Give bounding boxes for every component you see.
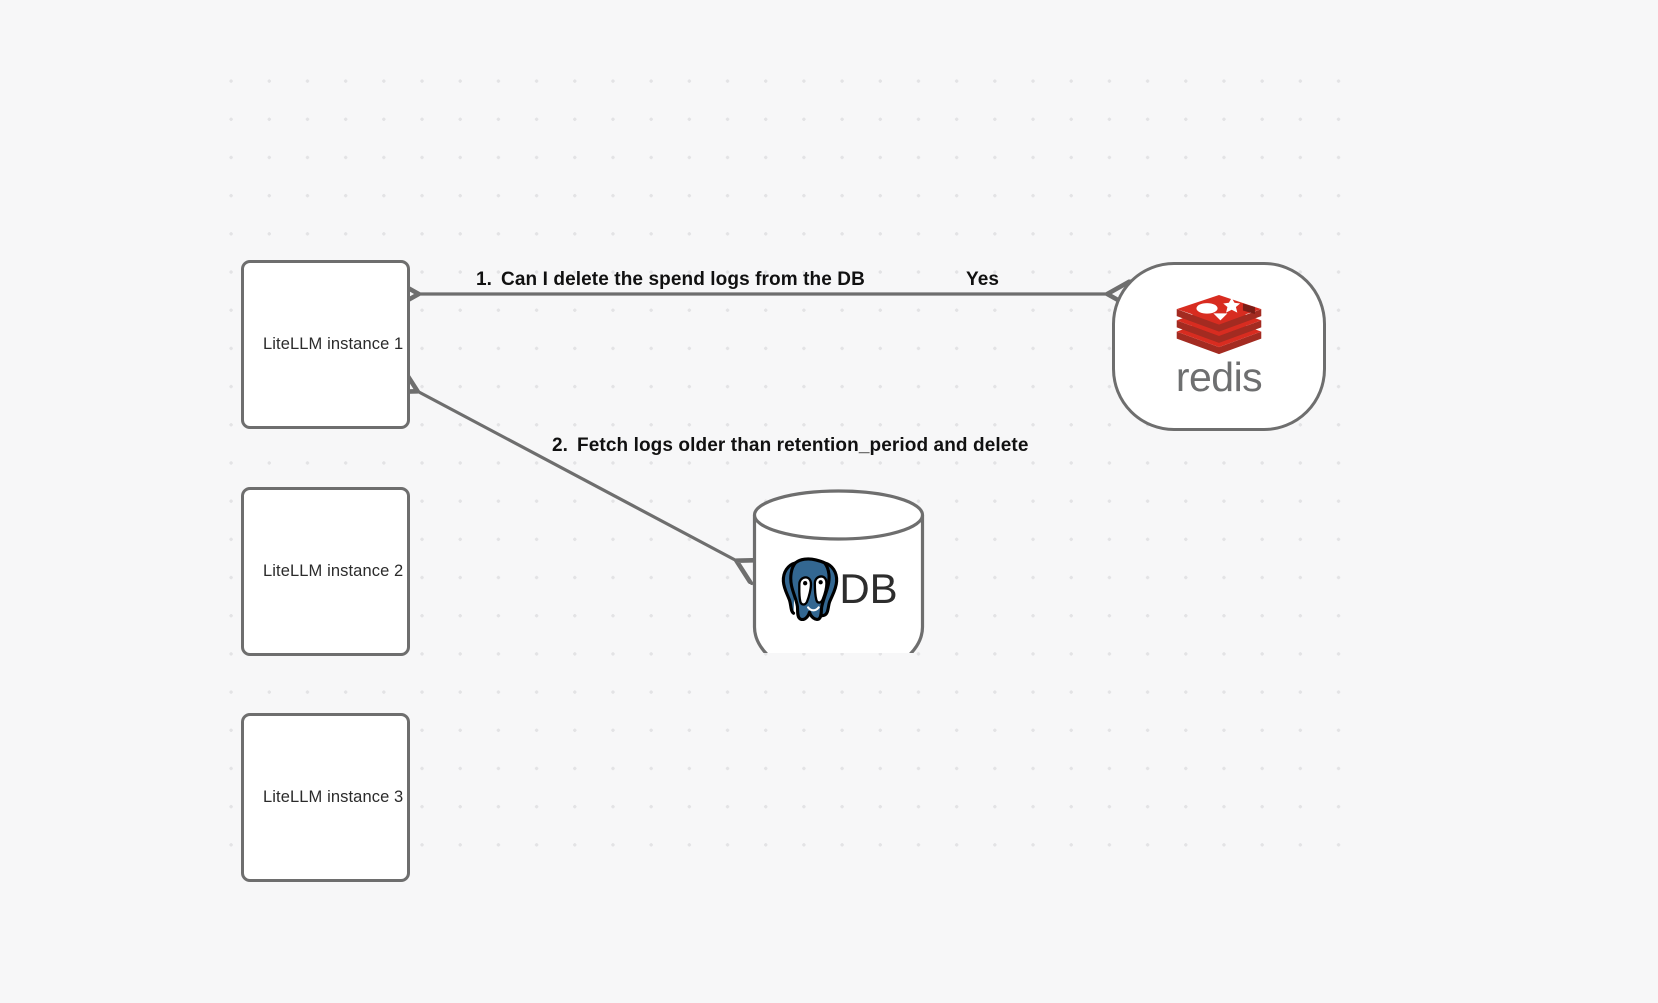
edge-label-1-number: 1. xyxy=(476,269,493,290)
db-label: DB xyxy=(839,565,898,612)
edge-label-1-reply: Yes xyxy=(966,269,1000,290)
edge-label-2-text: Fetch logs older than retention_period a… xyxy=(577,435,1029,456)
node-litellm-instance-3[interactable]: LiteLLM instance 3 xyxy=(241,713,410,882)
node-litellm-instance-1[interactable]: LiteLLM instance 1 xyxy=(241,260,410,429)
edge-label-1-text: Can I delete the spend logs from the DB xyxy=(501,269,865,290)
database-cylinder-shape xyxy=(752,489,925,653)
edge-label-2-number: 2. xyxy=(552,435,569,456)
node-litellm-instance-3-label: LiteLLM instance 3 xyxy=(263,788,404,806)
edge-label-1: 1. Can I delete the spend logs from the D… xyxy=(476,269,865,291)
redis-wordmark: redis xyxy=(1175,354,1263,400)
postgresql-elephant-icon xyxy=(782,557,839,621)
redis-stacked-cubes-icon xyxy=(1176,295,1262,355)
node-litellm-instance-2-label: LiteLLM instance 2 xyxy=(263,562,404,580)
edge-label-2: 2. Fetch logs older than retention_period… xyxy=(552,435,1029,457)
edge-litellm1-db-line xyxy=(417,391,737,561)
node-litellm-instance-2[interactable]: LiteLLM instance 2 xyxy=(241,487,410,656)
node-redis[interactable]: redis xyxy=(1112,262,1326,431)
node-postgres-db[interactable]: DB xyxy=(752,489,925,653)
node-litellm-instance-1-label: LiteLLM instance 1 xyxy=(263,335,404,353)
